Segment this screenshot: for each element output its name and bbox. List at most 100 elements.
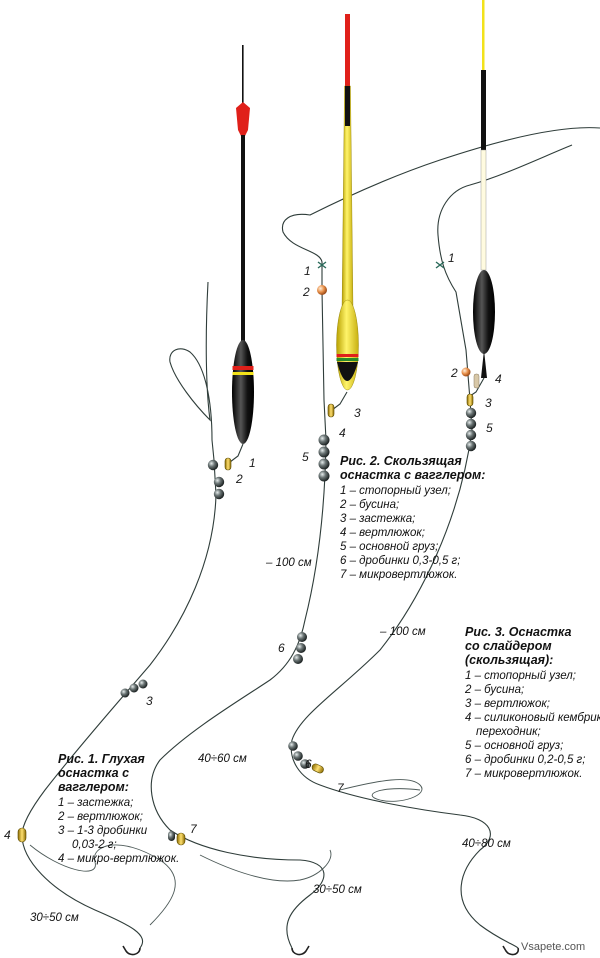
fig1-label-4: 4: [4, 828, 11, 842]
fig2-main-weight: [318, 458, 330, 470]
caption-item: 7 – микровертлюжок.: [465, 768, 583, 780]
fig2-float-band-green: [336, 358, 359, 361]
fig1-main-line: [21, 281, 217, 949]
fig3-main-weight: [465, 407, 477, 419]
caption-item: 7 – микровертлюжок.: [340, 569, 458, 581]
fig1-float-antenna: [242, 45, 244, 105]
fig3-main-length: – 100 см: [379, 626, 426, 638]
fig3-hook: [502, 945, 520, 956]
fig3-main-line: [290, 144, 573, 949]
fig1-leader-loop: [29, 844, 176, 926]
fig1-hook: [122, 945, 141, 956]
fig1-swivel: [224, 457, 232, 471]
fig1-label-3: 3: [146, 694, 153, 708]
fig2-label-1: 1: [304, 264, 311, 278]
fig3-label-5: 5: [486, 421, 493, 435]
fig1-float-band-red: [232, 366, 254, 370]
caption-item: 4 – вертлюжок;: [340, 527, 425, 539]
fig1-shot: [129, 683, 139, 693]
caption-item: 2 – вертлюжок;: [57, 811, 143, 823]
fig3-float-tip: [482, 0, 485, 70]
caption-fig-1: Рис. 1. Глухая оснастка с вагглером: 1 –…: [57, 752, 179, 865]
fig2-main-weight: [318, 434, 330, 446]
fig3-label-4: 4: [495, 372, 502, 386]
fig3-label-1: 1: [448, 251, 455, 265]
fig1-label-1: 1: [249, 456, 256, 470]
caption-item: 2 – бусина;: [464, 684, 524, 696]
figure-1-rig: 1 2 3 4 30÷50 см: [4, 45, 256, 956]
fig3-float-bottom: [481, 350, 487, 378]
caption-item: 1 – стопорный узел;: [340, 485, 451, 497]
fig3-micro-swivel: [311, 763, 324, 774]
caption-title-line: Рис. 2. Скользящая: [340, 454, 462, 468]
caption-item: 6 – дробинки 0,3-0,5 г;: [340, 555, 460, 567]
fig2-snap: [331, 391, 348, 411]
fig2-label-7: 7: [190, 822, 198, 836]
fig1-micro-swivel: [17, 827, 27, 843]
fig2-hook: [291, 945, 310, 956]
fig2-shot: [297, 632, 307, 642]
fig2-leader-length: 30÷50 см: [313, 884, 362, 896]
fig3-silicone-adaptor: [473, 373, 480, 389]
fig3-label-3: 3: [485, 396, 492, 410]
caption-title-line: оснастка с вагглером:: [340, 468, 485, 482]
fig1-leader-length: 30÷50 см: [30, 912, 79, 924]
fig3-label-7: 7: [337, 781, 345, 795]
fig3-shot: [293, 751, 303, 761]
fig2-float-tip: [345, 14, 350, 86]
fig2-main-weight: [318, 446, 330, 458]
caption-title-line: со слайдером: [465, 639, 552, 653]
fig1-float-stem: [241, 135, 245, 345]
fig2-float-bottom: [337, 362, 358, 381]
fig1-shot: [213, 488, 225, 500]
fig2-shot: [293, 654, 303, 664]
fig2-main-weight: [318, 470, 330, 482]
fig2-label-4: 4: [339, 426, 346, 440]
fig2-swivel: [327, 403, 335, 418]
fig2-label-2: 2: [302, 285, 310, 299]
caption-item: 6 – дробинки 0,2-0,5 г;: [465, 754, 585, 766]
fig2-bead: [317, 285, 327, 295]
fig1-float-body: [232, 340, 254, 444]
fig3-leader-length: 40÷80 см: [462, 838, 511, 850]
fig1-float-tip: [236, 102, 250, 140]
caption-fig-3: Рис. 3. Оснастка со слайдером (скользяща…: [464, 625, 600, 780]
fig3-main-weight: [465, 418, 477, 430]
fig2-micro-swivel: [176, 832, 186, 846]
fig1-float-band-yellow: [232, 372, 254, 375]
fig2-label-5: 5: [302, 450, 309, 464]
fig2-float-band-black: [345, 86, 350, 126]
caption-title-line: (скользящая):: [465, 653, 553, 667]
fig2-main-length: – 100 см: [265, 557, 312, 569]
fig3-main-weight: [465, 429, 477, 441]
caption-item: переходник;: [476, 726, 541, 738]
caption-item: 1 – застежка;: [58, 797, 133, 809]
fig3-float-body: [473, 270, 495, 354]
fig1-shot: [213, 476, 225, 488]
fig1-label-2: 2: [235, 472, 243, 486]
fig1-shot: [138, 679, 148, 689]
fig3-label-2: 2: [450, 366, 458, 380]
caption-item: 4 – микро-вертлюжок.: [58, 853, 179, 865]
fig3-leader-loop: [339, 779, 423, 802]
fig3-stop-knot: [435, 261, 445, 269]
fig1-shot: [207, 459, 219, 471]
fig3-float-band-black: [481, 70, 486, 150]
caption-item: 2 – бусина;: [339, 499, 399, 511]
fig1-shot: [120, 688, 130, 698]
fig2-shot: [296, 643, 306, 653]
caption-item: 5 – основной груз;: [465, 740, 563, 752]
fig1-snap: [229, 443, 244, 463]
fig3-shot: [300, 759, 310, 769]
caption-item: 0,03-2 г;: [72, 839, 117, 851]
fig3-bead: [461, 367, 471, 377]
fig2-micro-weight: [168, 831, 175, 841]
caption-fig-2: Рис. 2. Скользящая оснастка с вагглером:…: [339, 454, 485, 581]
fig3-shot: [288, 741, 298, 751]
fig2-leader-loop: [199, 849, 332, 882]
figure-3-rig: 1 2 3 4 5 6 7 – 100 см 40÷80 см: [288, 0, 573, 956]
fig3-main-weight: [465, 440, 477, 452]
caption-title-line: оснастка с: [58, 766, 129, 780]
caption-title-line: Рис. 1. Глухая: [58, 752, 145, 766]
